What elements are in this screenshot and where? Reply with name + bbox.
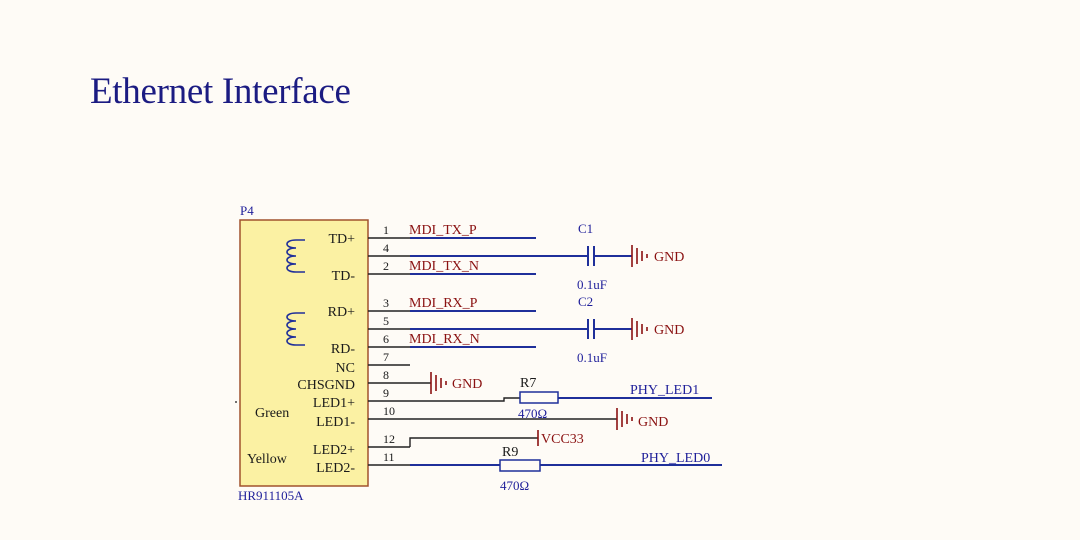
power-label-vcc33: VCC33 — [541, 432, 584, 447]
pin-number-5: 5 — [383, 314, 389, 328]
chsgnd-ground-label: GND — [452, 377, 482, 392]
net-label-mdi-tx-n: MDI_TX_N — [409, 259, 479, 274]
pin-label-led1-plus: LED1+ — [313, 396, 355, 411]
c2-ground-icon — [631, 318, 648, 340]
tx-transformer-icon — [286, 239, 305, 273]
r7-designator: R7 — [520, 376, 536, 391]
pin-number-9: 9 — [383, 386, 389, 400]
pin-label-chsgnd: CHSGND — [297, 378, 355, 393]
pin-label-rd-minus: RD- — [331, 342, 355, 357]
c1-ground-label: GND — [654, 250, 684, 265]
pin-number-1: 1 — [383, 223, 389, 237]
c2-designator: C2 — [578, 294, 593, 309]
pin-label-nc: NC — [336, 361, 355, 376]
group-label-yellow: Yellow — [247, 452, 288, 467]
net-label-mdi-rx-n: MDI_RX_N — [409, 332, 480, 347]
group-label-green: Green — [255, 406, 289, 421]
pin-number-12: 12 — [383, 432, 395, 446]
net-label-phy-led0: PHY_LED0 — [641, 451, 710, 466]
wire-led1-plus — [410, 397, 520, 402]
pin-number-11: 11 — [383, 450, 395, 464]
pin-number-3: 3 — [383, 296, 389, 310]
page-title: Ethernet Interface — [90, 71, 351, 112]
c2-value: 0.1uF — [577, 350, 607, 365]
pin-label-led1-minus: LED1- — [316, 415, 355, 430]
c1-ground-icon — [631, 245, 648, 267]
pin-label-led2-minus: LED2- — [316, 461, 355, 476]
connector-part-number: HR911105A — [238, 488, 304, 503]
pin-label-td-plus: TD+ — [328, 232, 355, 247]
net-label-mdi-rx-p: MDI_RX_P — [409, 296, 478, 311]
chsgnd-ground-icon — [430, 372, 447, 394]
r7-body — [519, 391, 559, 404]
c2-ground-label: GND — [654, 323, 684, 338]
led1-ground-label: GND — [638, 415, 668, 430]
net-label-phy-led1: PHY_LED1 — [630, 383, 699, 398]
pin-number-2: 2 — [383, 259, 389, 273]
pin-number-4: 4 — [383, 241, 389, 255]
pin-label-led2-plus: LED2+ — [313, 443, 355, 458]
r9-designator: R9 — [502, 445, 518, 460]
pin-label-td-minus: TD- — [332, 269, 356, 284]
r7-value: 470Ω — [518, 406, 547, 421]
pin-number-6: 6 — [383, 332, 389, 346]
r9-body — [499, 459, 541, 472]
net-label-mdi-tx-p: MDI_TX_P — [409, 223, 477, 238]
pin-number-10: 10 — [383, 404, 395, 418]
led1-ground-icon — [616, 408, 633, 430]
c1-value: 0.1uF — [577, 277, 607, 292]
pin-number-7: 7 — [383, 350, 389, 364]
connector-designator: P4 — [240, 203, 254, 218]
stray-dot — [235, 401, 237, 403]
pin-number-8: 8 — [383, 368, 389, 382]
connector-body — [239, 219, 369, 487]
pin-label-rd-plus: RD+ — [328, 305, 355, 320]
rx-transformer-icon — [286, 312, 305, 346]
r9-value: 470Ω — [500, 478, 529, 493]
wire-led2-plus — [409, 437, 538, 447]
c1-designator: C1 — [578, 221, 593, 236]
